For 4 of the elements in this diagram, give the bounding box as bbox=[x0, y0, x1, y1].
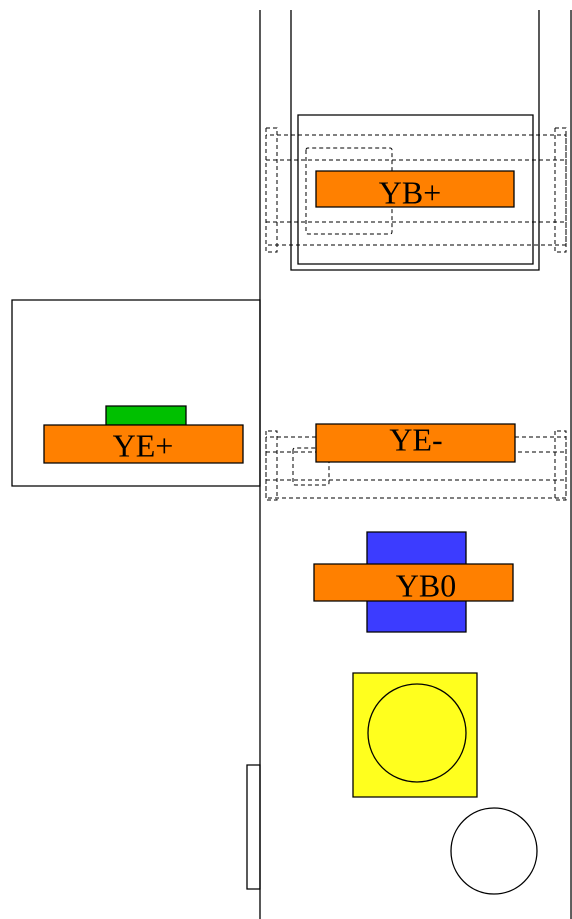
label-box: YE+ bbox=[43, 424, 244, 464]
label-box: YB+ bbox=[315, 170, 515, 208]
label-box: YE- bbox=[315, 423, 516, 463]
label-box: YB0 bbox=[313, 563, 514, 602]
